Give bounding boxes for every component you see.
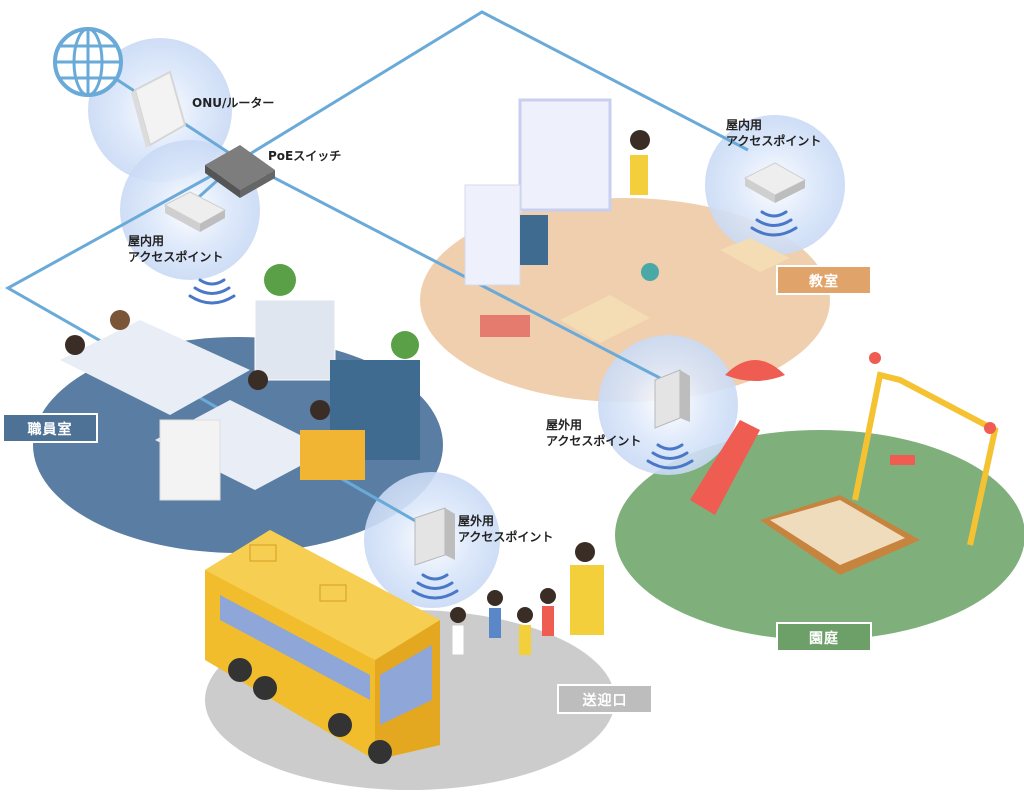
classroom-wifi-icon	[750, 210, 798, 237]
onu-router-label: ONU/ルーター	[192, 96, 275, 110]
staff-ap-label: 屋内用アクセスポイント	[128, 234, 224, 264]
onu-router-device	[131, 70, 187, 148]
internet-globe-icon	[53, 27, 123, 97]
garden-outdoor-access-point-device	[654, 369, 690, 429]
garden-ap-label: 屋外用アクセスポイント	[546, 418, 642, 448]
staff-room-furniture	[60, 264, 420, 501]
school-bus	[205, 530, 440, 764]
garden-wifi-icon	[646, 443, 694, 470]
pickup-outdoor-access-point-device	[414, 507, 455, 566]
pickup-ap-label: 屋外用アクセスポイント	[458, 514, 554, 544]
classroom-furniture	[464, 98, 790, 343]
staff-indoor-access-point-device	[163, 191, 227, 232]
classroom-ap-label: 屋内用アクセスポイント	[726, 118, 822, 148]
classroom-badge: 教室	[776, 265, 872, 295]
pickup-badge: 送迎口	[557, 684, 653, 714]
poe-switch-device	[205, 145, 275, 198]
staff-room-badge: 職員室	[2, 413, 98, 443]
pickup-wifi-icon	[411, 573, 459, 600]
pickup-people	[450, 542, 604, 656]
staff-wifi-icon	[188, 278, 236, 305]
classroom-indoor-access-point-device	[743, 162, 807, 203]
garden-badge: 園庭	[776, 622, 872, 652]
poe-switch-label: PoEスイッチ	[268, 149, 342, 163]
garden-playground	[690, 352, 999, 575]
